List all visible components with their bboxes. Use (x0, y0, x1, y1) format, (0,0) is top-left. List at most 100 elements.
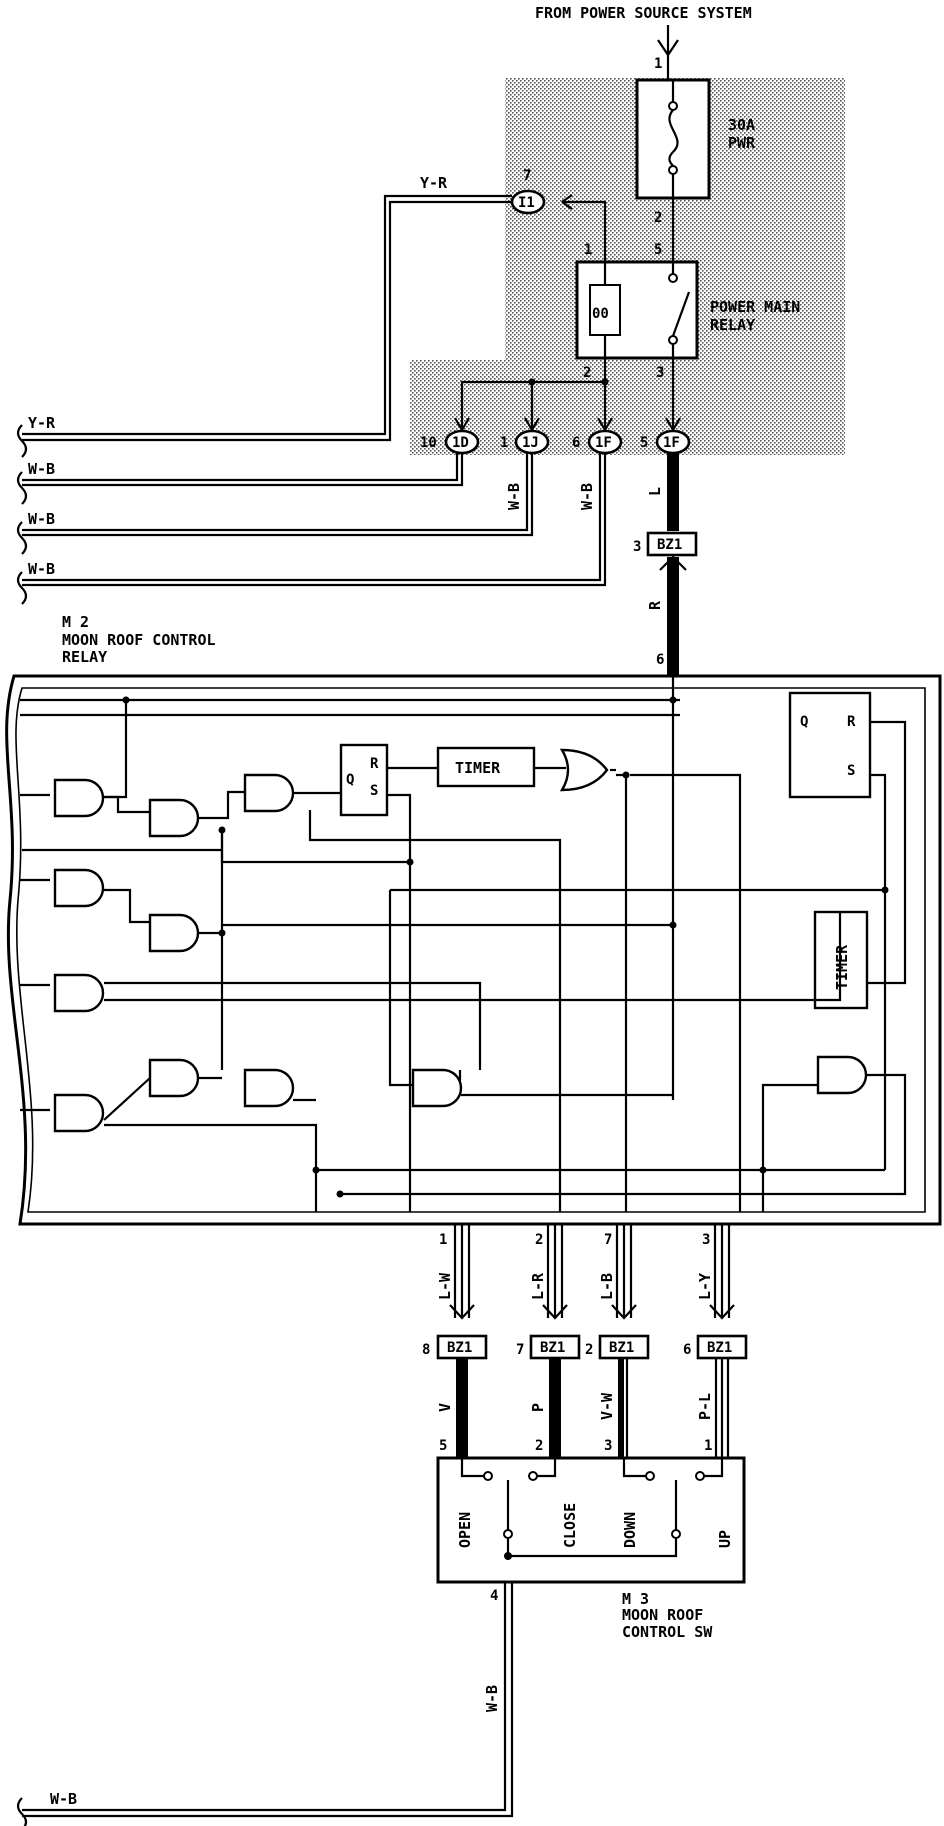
switch-close-label: CLOSE (561, 1503, 579, 1548)
relay-name: POWER MAIN (710, 298, 800, 316)
page-title: FROM POWER SOURCE SYSTEM (535, 4, 752, 22)
pin-label: 3 (656, 365, 664, 381)
internal-logic: Q R S TIMER Q R S TIMER (20, 676, 907, 1212)
svg-text:R: R (370, 756, 379, 772)
relay-name: MOON ROOF CONTROL (62, 631, 216, 649)
connector-1f: 1F (587, 429, 623, 455)
power-input-arrow (657, 25, 679, 82)
svg-text:1F: 1F (595, 435, 612, 451)
pin-label: 2 (583, 365, 591, 381)
svg-text:1J: 1J (522, 435, 539, 451)
wire-color-label: L-W (436, 1272, 454, 1300)
pin-label: 10 (420, 435, 437, 451)
wire-color-label: L-B (598, 1273, 616, 1300)
svg-text:S: S (370, 783, 378, 799)
fuse-name: PWR (728, 134, 756, 152)
pin-label: 1 (704, 1438, 712, 1454)
svg-text:1F: 1F (663, 435, 680, 451)
relay-name: RELAY (62, 648, 107, 666)
wire-break-mark (16, 1797, 28, 1826)
switch-contacts (460, 1458, 724, 1560)
pin-label: 7 (516, 1342, 524, 1358)
wire-color-label: P-L (696, 1393, 714, 1420)
wire-color-label: W-B (28, 510, 55, 528)
pin-label: 7 (604, 1232, 612, 1248)
svg-text:1D: 1D (452, 435, 469, 451)
pin-label: 7 (523, 168, 531, 184)
switch-down-label: DOWN (621, 1512, 639, 1548)
pin-label: 6 (683, 1342, 691, 1358)
pin-label: 4 (490, 1588, 498, 1604)
wire-color-label: L-Y (696, 1273, 714, 1300)
wire-color-label: W-B (505, 483, 523, 510)
pin-label: 3 (633, 539, 641, 555)
switch-name: MOON ROOF (622, 1606, 703, 1624)
svg-text:Q: Q (800, 714, 808, 730)
svg-text:BZ1: BZ1 (447, 1340, 472, 1356)
connector-bz1-top: BZ1 (646, 531, 698, 557)
svg-text:00: 00 (592, 306, 609, 322)
wire-color-label: P (529, 1403, 547, 1412)
switch-up-label: UP (716, 1530, 734, 1548)
wire-color-label: W-B (578, 483, 596, 510)
pin-label: 2 (654, 210, 662, 226)
switch-name: CONTROL SW (622, 1623, 713, 1641)
svg-text:I1: I1 (518, 195, 535, 211)
wire-color-label: W-B (28, 460, 55, 478)
wire-color-label: W-B (483, 1685, 501, 1712)
relay-name: RELAY (710, 316, 755, 334)
connector-bz1-1: BZ1 (436, 1334, 488, 1360)
svg-text:TIMER: TIMER (455, 759, 501, 777)
wire-break-marks (16, 424, 28, 605)
connector-1f-2: 1F (655, 429, 691, 455)
relay-id: M 2 (62, 613, 89, 631)
connector-i1: I1 (510, 189, 546, 215)
svg-text:BZ1: BZ1 (707, 1340, 732, 1356)
moon-roof-control-relay-box (5, 674, 942, 1226)
pin-label: 5 (439, 1438, 447, 1454)
wire-color-label: V (436, 1403, 454, 1412)
svg-text:BZ1: BZ1 (609, 1340, 634, 1356)
fuse-rating: 30A (728, 116, 755, 134)
wire-color-label: L-R (529, 1272, 547, 1300)
fuse-icon (668, 80, 679, 198)
connector-1j: 1J (514, 429, 550, 455)
relay-switch-icon (668, 262, 691, 358)
wire-color-label: L (646, 487, 664, 496)
wire-color-label: R (646, 600, 664, 610)
wire-color-label: Y-R (28, 414, 56, 432)
connector-bz1-2: BZ1 (529, 1334, 581, 1360)
pin-label: 6 (656, 652, 664, 668)
pin-label: 3 (604, 1438, 612, 1454)
wire-color-label: W-B (28, 560, 55, 578)
pin-label: 3 (702, 1232, 710, 1248)
svg-text:BZ1: BZ1 (657, 537, 682, 553)
pin-label: 1 (654, 56, 662, 72)
relay-coil-icon: 00 (589, 262, 621, 358)
pin-label: 2 (535, 1232, 543, 1248)
pin-label: 1 (500, 435, 508, 451)
pin-label: 5 (654, 242, 662, 258)
output-wires (449, 1224, 735, 1320)
connector-bz1-3: BZ1 (598, 1334, 650, 1360)
pin-label: 6 (572, 435, 580, 451)
svg-text:TIMER: TIMER (833, 944, 851, 990)
svg-text:BZ1: BZ1 (540, 1340, 565, 1356)
switch-id: M 3 (622, 1590, 649, 1608)
pin-label: 8 (422, 1342, 430, 1358)
connector-bz1-4: BZ1 (696, 1334, 748, 1360)
svg-text:Q: Q (346, 772, 354, 788)
svg-text:S: S (847, 763, 855, 779)
connector-1d: 1D (444, 429, 480, 455)
svg-text:R: R (847, 714, 856, 730)
pin-label: 1 (584, 242, 592, 258)
wire-color-label: W-B (50, 1790, 77, 1808)
pin-label: 2 (535, 1438, 543, 1454)
wire-color-label: Y-R (420, 174, 448, 192)
pin-label: 2 (585, 1342, 593, 1358)
switch-open-label: OPEN (456, 1512, 474, 1548)
pin-label: 5 (640, 435, 648, 451)
wire-color-label: V-W (598, 1392, 616, 1420)
pin-label: 1 (439, 1232, 447, 1248)
